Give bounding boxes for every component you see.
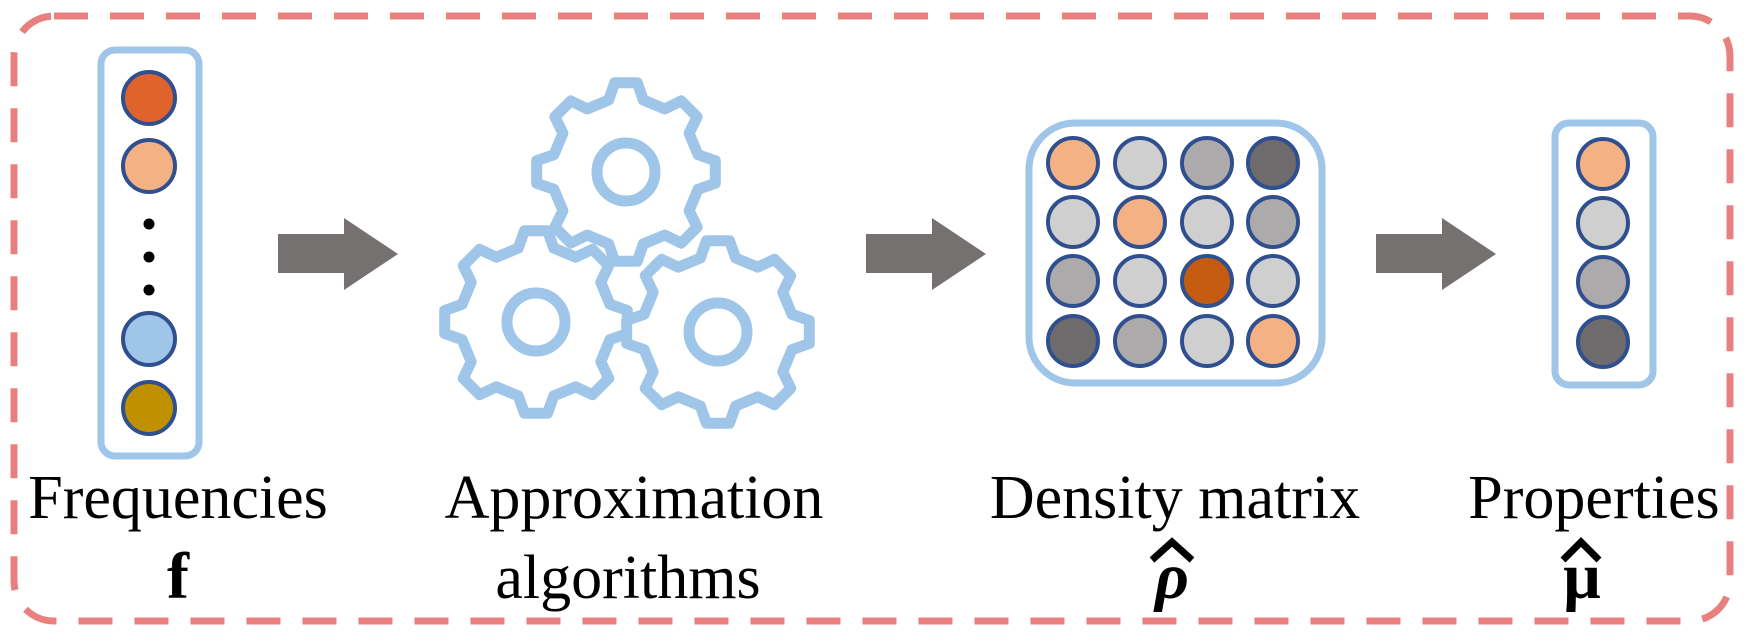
approximation-label-line1: Approximation xyxy=(445,464,824,532)
matrix-cell xyxy=(1046,136,1100,190)
ellipsis-dot xyxy=(143,284,155,296)
properties-label: Properties xyxy=(1468,464,1719,532)
matrix-cell xyxy=(1113,314,1167,368)
gear-icon xyxy=(439,225,633,419)
matrix-cell xyxy=(1046,195,1100,249)
matrix-cell xyxy=(1180,195,1234,249)
ellipsis-dot xyxy=(143,251,155,263)
arrow-1 xyxy=(278,218,398,290)
arrow-3 xyxy=(1376,218,1496,290)
frequencies-symbol: f xyxy=(167,540,190,613)
property-entry xyxy=(1576,315,1630,369)
matrix-cell xyxy=(1246,195,1300,249)
gears-icon xyxy=(439,77,815,429)
density-matrix-cells xyxy=(1046,136,1300,368)
approximation-label-line2: algorithms xyxy=(495,544,760,612)
gear-hole-icon xyxy=(683,297,753,367)
matrix-cell xyxy=(1180,254,1234,308)
frequency-vector xyxy=(97,46,203,460)
ellipsis-dot xyxy=(143,218,155,230)
properties-vector-items xyxy=(1576,137,1630,369)
frequency-entry xyxy=(121,138,177,194)
property-entry xyxy=(1576,255,1630,309)
matrix-cell xyxy=(1246,314,1300,368)
frequency-entry xyxy=(121,70,177,126)
matrix-cell xyxy=(1046,314,1100,368)
matrix-cell xyxy=(1180,314,1234,368)
property-entry xyxy=(1576,196,1630,250)
properties-vector-box xyxy=(1551,119,1657,389)
dashed-frame xyxy=(10,12,1734,625)
matrix-cell xyxy=(1113,195,1167,249)
frequency-vector-items xyxy=(121,70,177,436)
matrix-cell xyxy=(1113,254,1167,308)
properties-vector xyxy=(1551,119,1657,389)
matrix-cell xyxy=(1246,136,1300,190)
density-matrix-label: Density matrix xyxy=(990,464,1360,532)
gear-icon xyxy=(621,235,815,429)
frequencies-label: Frequencies xyxy=(28,464,328,532)
density-matrix xyxy=(1025,119,1326,387)
gear-hole-icon xyxy=(501,287,571,357)
matrix-cell xyxy=(1180,136,1234,190)
property-entry xyxy=(1576,137,1630,191)
matrix-cell xyxy=(1046,254,1100,308)
gear-hole-icon xyxy=(591,137,661,207)
matrix-cell xyxy=(1246,254,1300,308)
arrow-2 xyxy=(866,218,986,290)
matrix-cell xyxy=(1113,136,1167,190)
gear-icon xyxy=(531,77,721,267)
properties-hat-icon xyxy=(1560,537,1602,563)
frequency-entry xyxy=(121,380,177,436)
frequency-entry xyxy=(121,311,177,367)
density-matrix-hat-icon xyxy=(1149,537,1195,563)
frequency-vector-box xyxy=(97,46,203,460)
density-matrix-box xyxy=(1025,119,1326,387)
